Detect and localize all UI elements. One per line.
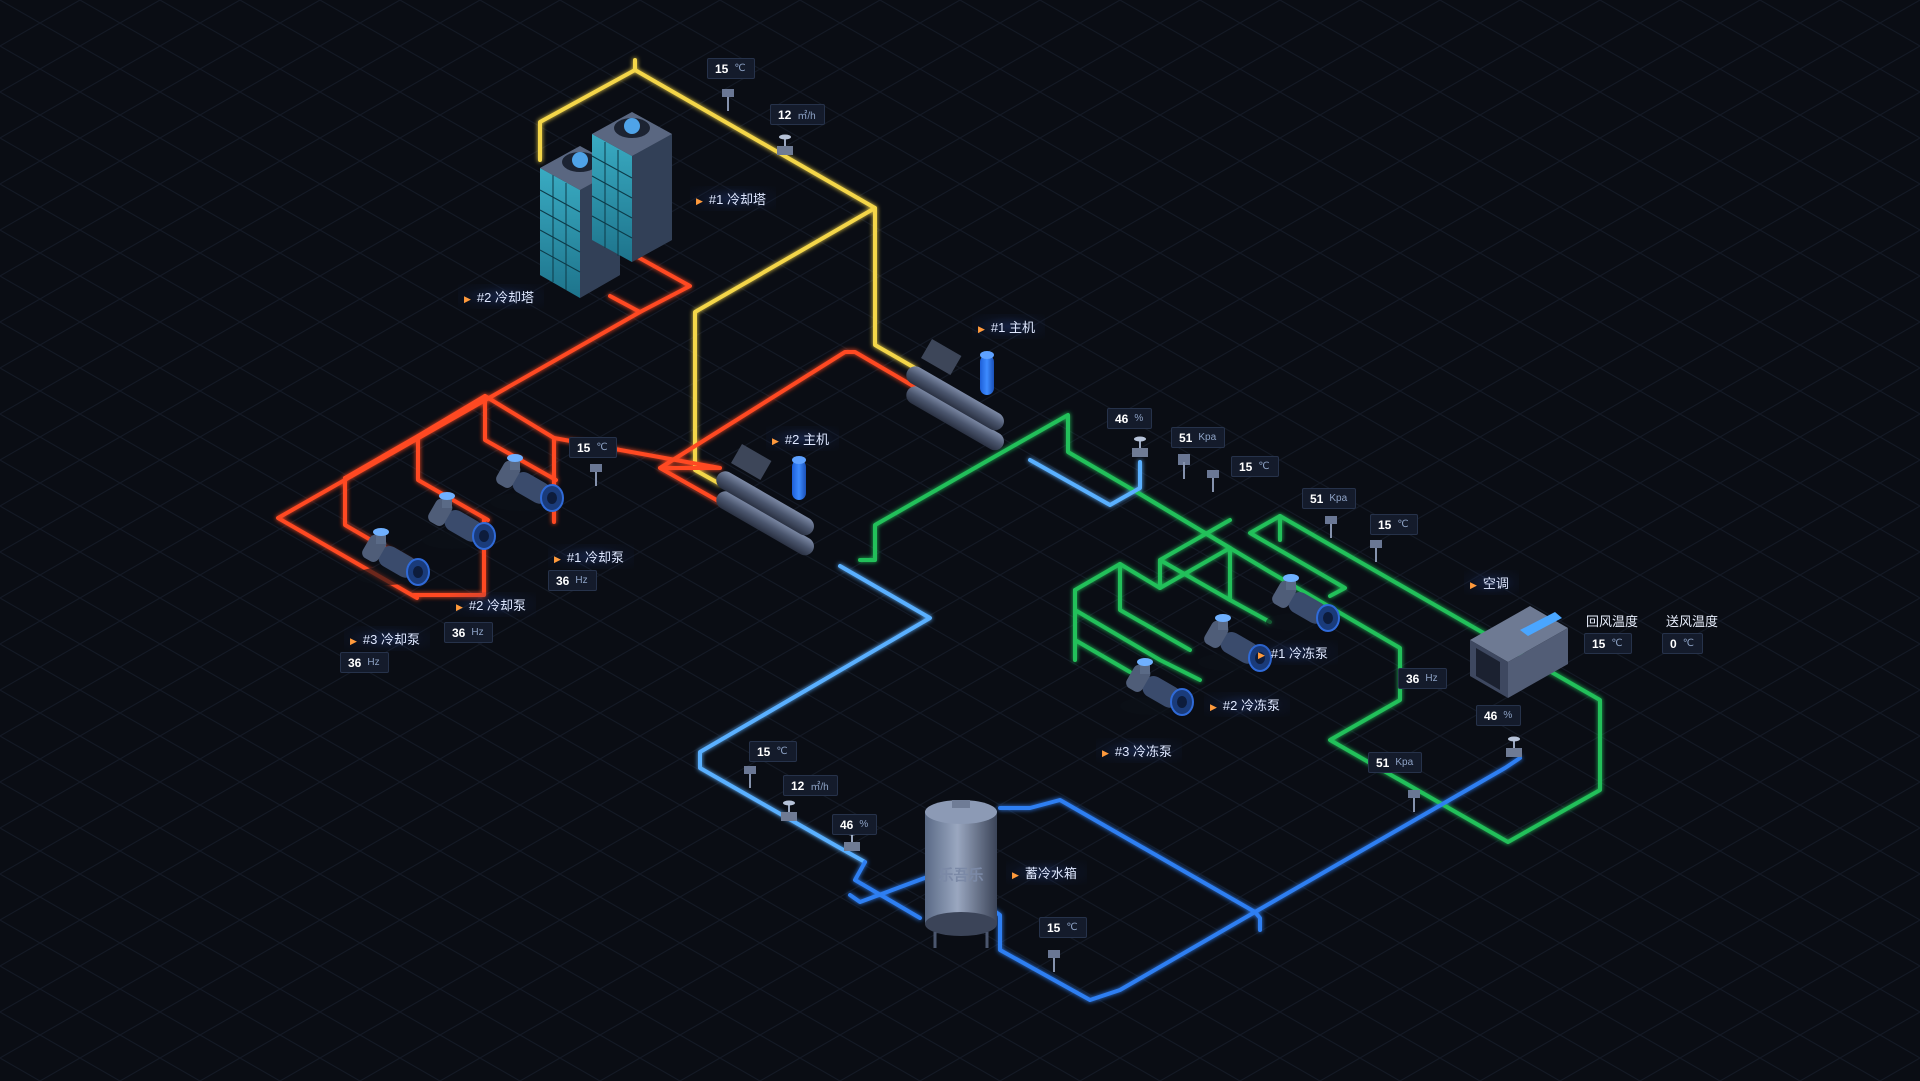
sensor-icon[interactable]	[744, 766, 756, 788]
chiller-icon[interactable]	[713, 338, 1007, 559]
tower-temp-readout: 15℃	[707, 58, 755, 79]
label-cooling-pump-1[interactable]: ▶#1 冷却泵	[548, 544, 634, 569]
caret-icon: ▶	[1210, 702, 1217, 712]
pump-icon[interactable]	[422, 492, 496, 550]
label-storage-tank[interactable]: ▶蓄冷水箱	[1006, 860, 1087, 885]
label-cooling-pump-2[interactable]: ▶#2 冷却泵	[450, 592, 536, 617]
cooling-tower-icon[interactable]	[539, 112, 672, 298]
label-chiller-1[interactable]: ▶#1 主机	[972, 314, 1045, 339]
pump-icon[interactable]	[1198, 614, 1272, 672]
sensor-icon[interactable]	[1178, 454, 1190, 476]
caret-icon: ▶	[464, 294, 471, 304]
label-cooling-pump-3[interactable]: ▶#3 冷却泵	[344, 626, 430, 651]
tank-loop-pipe	[848, 756, 1522, 1002]
caret-icon: ▶	[1012, 870, 1019, 880]
label-chiller-2[interactable]: ▶#2 主机	[766, 426, 839, 451]
valve-icon[interactable]	[777, 134, 793, 156]
ahu-icon[interactable]	[1470, 606, 1568, 698]
supply-air-title: 送风温度	[1666, 614, 1719, 629]
label-air-conditioner[interactable]: ▶空调	[1464, 570, 1519, 595]
ac-valve-open-readout: 46%	[1476, 705, 1522, 726]
caret-icon: ▶	[554, 554, 561, 564]
valve-icon[interactable]	[1506, 736, 1522, 758]
label-cooling-tower-1[interactable]: ▶#1 冷却塔	[690, 186, 776, 211]
tank-valve-open-readout: 46%	[832, 814, 878, 835]
sensor-icon[interactable]	[722, 89, 734, 111]
caret-icon: ▶	[1102, 748, 1109, 758]
tank-temp-in-readout: 15℃	[749, 741, 797, 762]
tank-brand: 乐吾乐	[938, 866, 983, 884]
chilled-temp-1-readout: 15℃	[1231, 456, 1279, 477]
chilled-water-pipe	[858, 413, 1602, 844]
tank-temp-out-readout: 15℃	[1039, 917, 1087, 938]
tower-water-pipe	[538, 58, 917, 486]
caret-icon: ▶	[456, 602, 463, 612]
caret-icon: ▶	[350, 636, 357, 646]
chilled-temp-2-readout: 15℃	[1370, 514, 1418, 535]
pump-icon[interactable]	[356, 454, 1340, 716]
pump-icon[interactable]	[1266, 574, 1340, 632]
sensor-icon[interactable]	[1207, 470, 1219, 492]
pump-icon[interactable]	[490, 454, 564, 512]
caret-icon: ▶	[772, 436, 779, 446]
valve-icon[interactable]	[781, 800, 797, 822]
label-chilled-pump-3[interactable]: ▶#3 冷冻泵	[1096, 738, 1182, 763]
label-cooling-tower-2[interactable]: ▶#2 冷却塔	[458, 284, 544, 309]
pump-icon[interactable]	[356, 528, 430, 586]
supply-air-temp-readout: 0℃	[1662, 633, 1703, 654]
sensor-icon[interactable]	[1408, 790, 1420, 812]
tank-icon[interactable]: 乐吾乐	[925, 800, 997, 948]
cooling-pipe-temp-readout: 15℃	[569, 437, 617, 458]
caret-icon: ▶	[1258, 650, 1265, 660]
label-chilled-pump-2[interactable]: ▶#2 冷冻泵	[1204, 692, 1290, 717]
return-air-temp-readout: 15℃	[1584, 633, 1632, 654]
sensor-icon[interactable]	[1370, 540, 1382, 562]
caret-icon: ▶	[696, 196, 703, 206]
sensor-icon[interactable]	[1048, 950, 1060, 972]
pump-icon[interactable]	[1120, 658, 1194, 716]
return-air-title: 回风温度	[1586, 614, 1639, 629]
sensor-icon[interactable]	[590, 464, 602, 486]
label-chilled-pump-1[interactable]: ▶#1 冷冻泵	[1252, 640, 1338, 665]
valve-icon[interactable]	[1132, 436, 1148, 458]
chilled-valve-open-readout: 46%	[1107, 408, 1153, 429]
caret-icon: ▶	[978, 324, 985, 334]
caret-icon: ▶	[1470, 580, 1477, 590]
sensor-icon[interactable]	[1325, 516, 1337, 538]
